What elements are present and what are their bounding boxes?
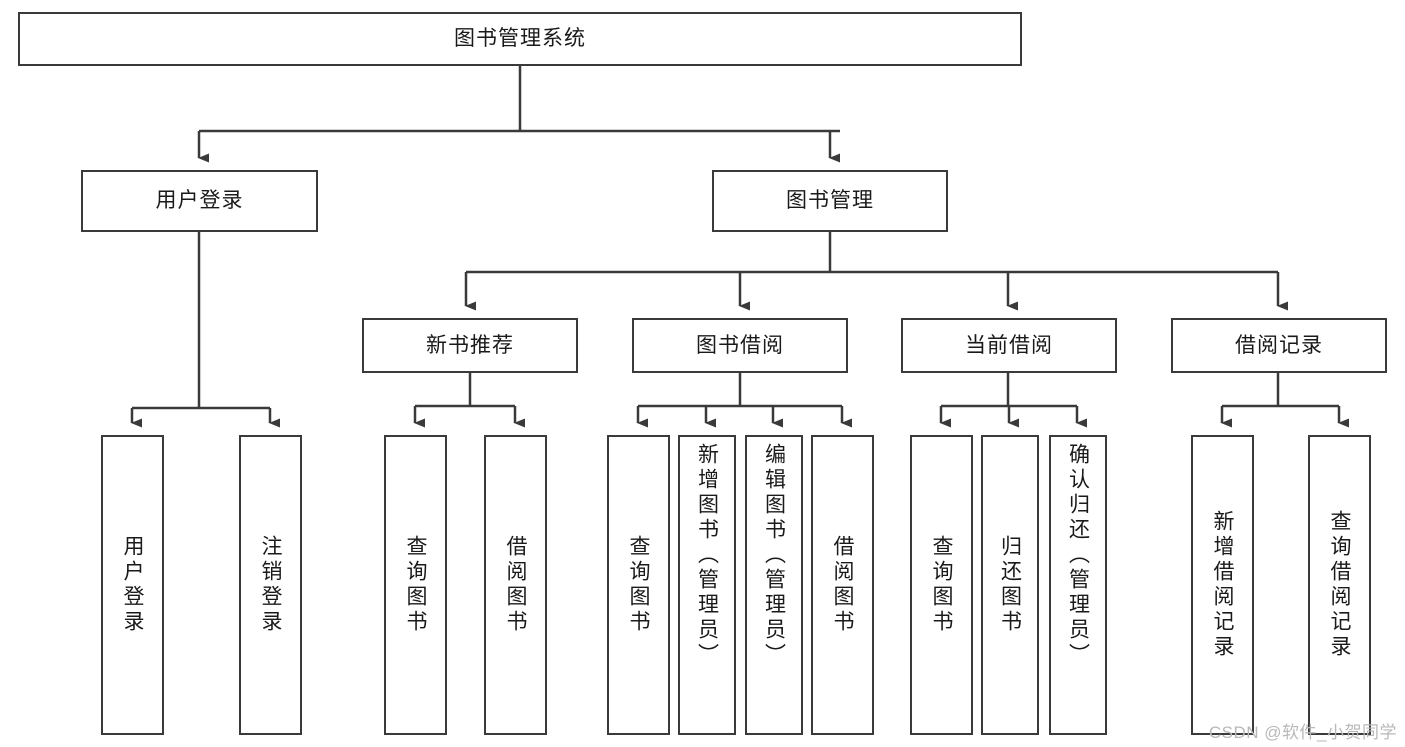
- node-label: 编辑图书（管理员）: [762, 443, 786, 668]
- node-label: 用户登录: [121, 535, 144, 635]
- node-borrow-record[interactable]: 借阅记录: [1171, 318, 1387, 373]
- node-user-login[interactable]: 用户登录: [81, 170, 318, 232]
- node-label: 借阅图书: [504, 535, 527, 635]
- node-leaf-user-login[interactable]: 用户登录: [101, 435, 164, 735]
- node-leaf-borrow-book-1[interactable]: 借阅图书: [484, 435, 547, 735]
- node-leaf-query-book-1[interactable]: 查询图书: [384, 435, 447, 735]
- node-label: 查询图书: [627, 535, 650, 635]
- watermark-text: CSDN @软件_小贺同学: [1208, 723, 1397, 742]
- node-leaf-add-record[interactable]: 新增借阅记录: [1191, 435, 1254, 735]
- node-book-borrow[interactable]: 图书借阅: [632, 318, 848, 373]
- node-label: 图书管理系统: [454, 27, 586, 51]
- node-label: 查询图书: [404, 535, 427, 635]
- node-label: 注销登录: [259, 535, 282, 635]
- node-label: 用户登录: [155, 189, 244, 213]
- node-leaf-add-book[interactable]: 新增图书（管理员）: [678, 435, 736, 735]
- node-label: 图书管理: [786, 189, 874, 213]
- node-label: 借阅图书: [831, 535, 854, 635]
- node-label: 当前借阅: [965, 333, 1053, 357]
- node-label: 图书借阅: [696, 333, 784, 357]
- node-leaf-query-book-2[interactable]: 查询图书: [607, 435, 670, 735]
- node-leaf-logout-login[interactable]: 注销登录: [239, 435, 302, 735]
- node-label: 新增借阅记录: [1211, 510, 1234, 660]
- node-leaf-query-book-3[interactable]: 查询图书: [910, 435, 973, 735]
- node-label: 确认归还（管理员）: [1066, 443, 1090, 668]
- node-label: 新增图书（管理员）: [695, 443, 719, 668]
- node-leaf-edit-book[interactable]: 编辑图书（管理员）: [745, 435, 803, 735]
- node-root-book-management-system[interactable]: 图书管理系统: [18, 12, 1022, 66]
- node-leaf-borrow-book-2[interactable]: 借阅图书: [811, 435, 874, 735]
- node-book-management[interactable]: 图书管理: [712, 170, 948, 232]
- node-current-borrow[interactable]: 当前借阅: [901, 318, 1117, 373]
- node-label: 借阅记录: [1235, 333, 1323, 357]
- node-label: 查询借阅记录: [1328, 510, 1351, 660]
- node-leaf-confirm-return[interactable]: 确认归还（管理员）: [1049, 435, 1107, 735]
- node-label: 新书推荐: [426, 333, 514, 357]
- node-label: 归还图书: [998, 535, 1022, 635]
- node-leaf-return-book[interactable]: 归还图书: [981, 435, 1039, 735]
- node-leaf-query-record[interactable]: 查询借阅记录: [1308, 435, 1371, 735]
- node-label: 查询图书: [930, 535, 953, 635]
- node-new-book-recommend[interactable]: 新书推荐: [362, 318, 578, 373]
